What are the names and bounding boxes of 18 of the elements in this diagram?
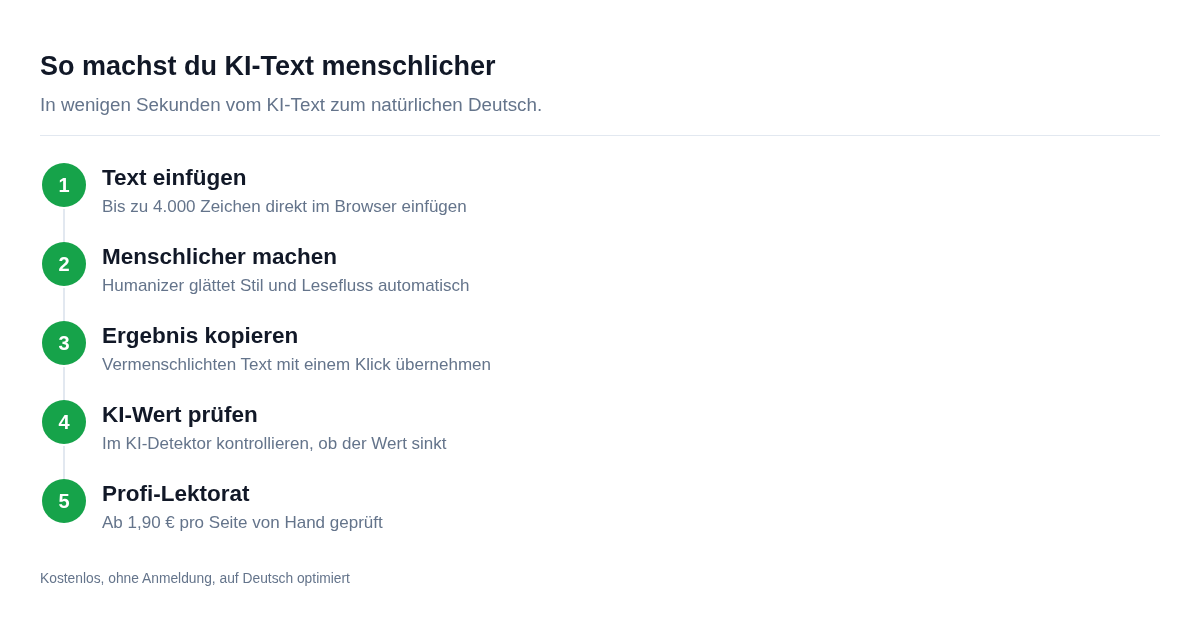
subtitle: In wenigen Sekunden vom KI-Text zum natürlichen Deutsch. xyxy=(40,93,543,116)
step-heading: Menschlicher machen xyxy=(102,243,338,270)
step-description: Humanizer glättet Stil und Lesefluss automatisch xyxy=(102,275,470,296)
step-number-circle: 1 xyxy=(42,163,86,207)
step-heading: Ergebnis kopieren xyxy=(102,322,299,349)
step-description: Im KI-Detektor kontrollieren, ob der Wert sinkt xyxy=(102,433,447,454)
step-heading: Profi-Lektorat xyxy=(102,480,250,507)
step-heading: KI-Wert prüfen xyxy=(102,401,258,428)
step-number-circle: 2 xyxy=(42,242,86,286)
diagram-title: So machst du KI-Text menschlicher xyxy=(40,50,496,83)
step-number-circle: 3 xyxy=(42,321,86,365)
step-description: Vermenschlichten Text mit einem Klick übernehmen xyxy=(102,354,491,375)
footer-note: Kostenlos, ohne Anmeldung, auf Deutsch optimiert xyxy=(40,570,350,587)
step-heading: Text einfügen xyxy=(102,164,247,191)
step-description: Ab 1,90 € pro Seite von Hand geprüft xyxy=(102,512,383,533)
step-number-circle: 5 xyxy=(42,479,86,523)
step-description: Bis zu 4.000 Zeichen direkt im Browser einfügen xyxy=(102,196,467,217)
step-number-circle: 4 xyxy=(42,400,86,444)
